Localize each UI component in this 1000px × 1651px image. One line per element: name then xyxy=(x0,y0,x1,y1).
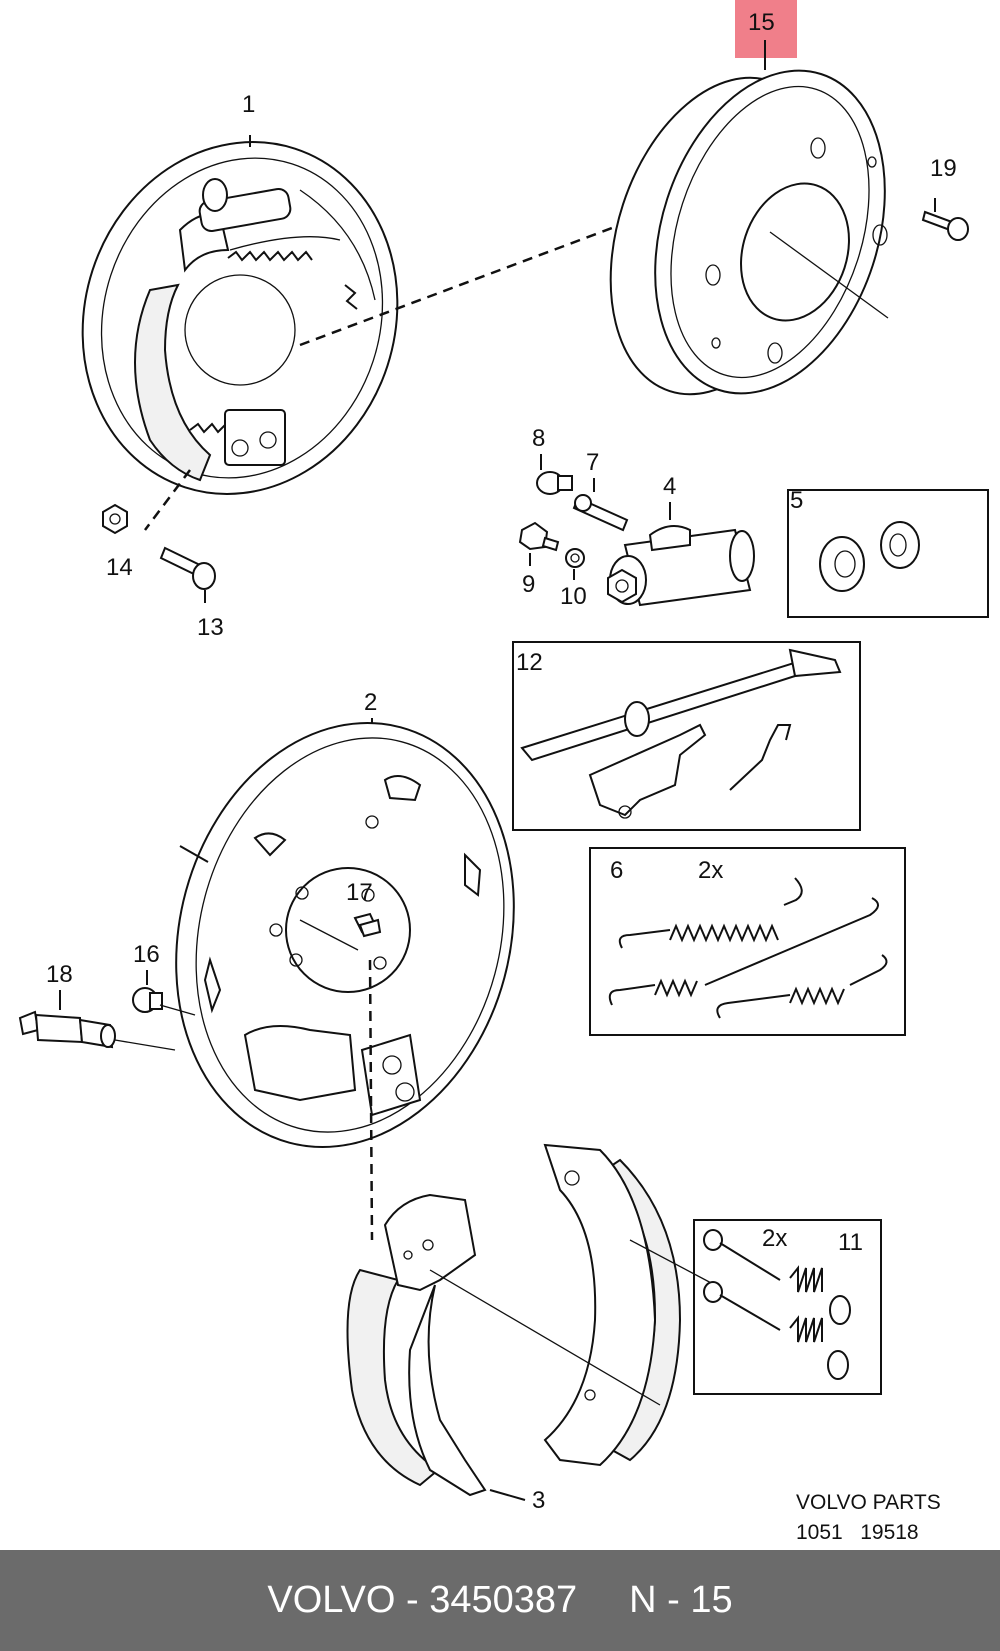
callout-14: 14 xyxy=(106,554,133,581)
volvo-parts-mark: VOLVO PARTS 1051 19518 xyxy=(796,1488,941,1548)
part-15-brake-drum[interactable] xyxy=(573,41,924,423)
part-17-clip[interactable] xyxy=(353,912,382,938)
callout-18: 18 xyxy=(46,961,73,988)
callout-5: 5 xyxy=(790,487,803,514)
callout-13: 13 xyxy=(197,614,224,641)
callout-10: 10 xyxy=(560,583,587,610)
callout-11: 11 xyxy=(838,1229,863,1256)
part-5-kit-box xyxy=(787,489,989,618)
part-7-bleed-screw[interactable] xyxy=(572,494,629,532)
part-4-wheel-cylinder[interactable] xyxy=(607,525,755,607)
footer-part-number: VOLVO - 3450387 xyxy=(267,1579,578,1621)
callout-3: 3 xyxy=(532,1487,545,1514)
part-1-brake-assembly[interactable] xyxy=(38,101,443,535)
part-3-brake-shoes[interactable] xyxy=(346,1143,682,1497)
callout-7: 7 xyxy=(586,449,599,476)
callout-17: 17 xyxy=(346,879,373,906)
callout-19: 19 xyxy=(930,155,957,182)
brake-exploded-diagram: 1 15 19 14 13 8 7 xyxy=(18,0,989,1514)
part-6-return-springs[interactable] xyxy=(608,877,888,1019)
callout-15: 15 xyxy=(748,9,775,36)
part-2-backing-plate[interactable] xyxy=(130,685,560,1186)
part-14-nut[interactable] xyxy=(102,503,128,535)
part-19-bolt[interactable] xyxy=(921,198,969,241)
annotation-11-quantity: 2x xyxy=(762,1225,787,1252)
callout-9: 9 xyxy=(522,571,535,598)
annotation-6-quantity: 2x xyxy=(698,857,723,884)
footer-reference: N - 15 xyxy=(629,1579,733,1621)
part-10-washer[interactable] xyxy=(565,548,585,568)
callout-6: 6 xyxy=(610,857,623,884)
part-16-plug[interactable] xyxy=(132,987,163,1013)
part-11-hold-down-kit[interactable] xyxy=(703,1229,851,1380)
callout-16: 16 xyxy=(133,941,160,968)
callout-2: 2 xyxy=(364,689,377,716)
part-18-bleeder-valve[interactable] xyxy=(18,1010,116,1049)
callout-1: 1 xyxy=(242,91,255,118)
part-8-bleed-cap[interactable] xyxy=(536,471,573,495)
part-6-kit-box xyxy=(589,847,906,1036)
footer-bar: VOLVO - 3450387 N - 15 xyxy=(0,1550,1000,1651)
mark-line-1: VOLVO PARTS xyxy=(796,1491,941,1514)
callout-4: 4 xyxy=(663,473,676,500)
part-12-adjuster-parts[interactable] xyxy=(520,648,842,819)
part-11-kit-box xyxy=(693,1219,882,1395)
part-9-screw[interactable] xyxy=(518,521,560,552)
callout-12: 12 xyxy=(516,649,543,676)
part-5-dust-boots[interactable] xyxy=(819,521,920,592)
part-12-kit-box xyxy=(512,641,861,831)
callout-8: 8 xyxy=(532,425,545,452)
mark-line-2: 1051 19518 xyxy=(796,1521,919,1544)
part-13-bolt[interactable] xyxy=(159,546,216,590)
